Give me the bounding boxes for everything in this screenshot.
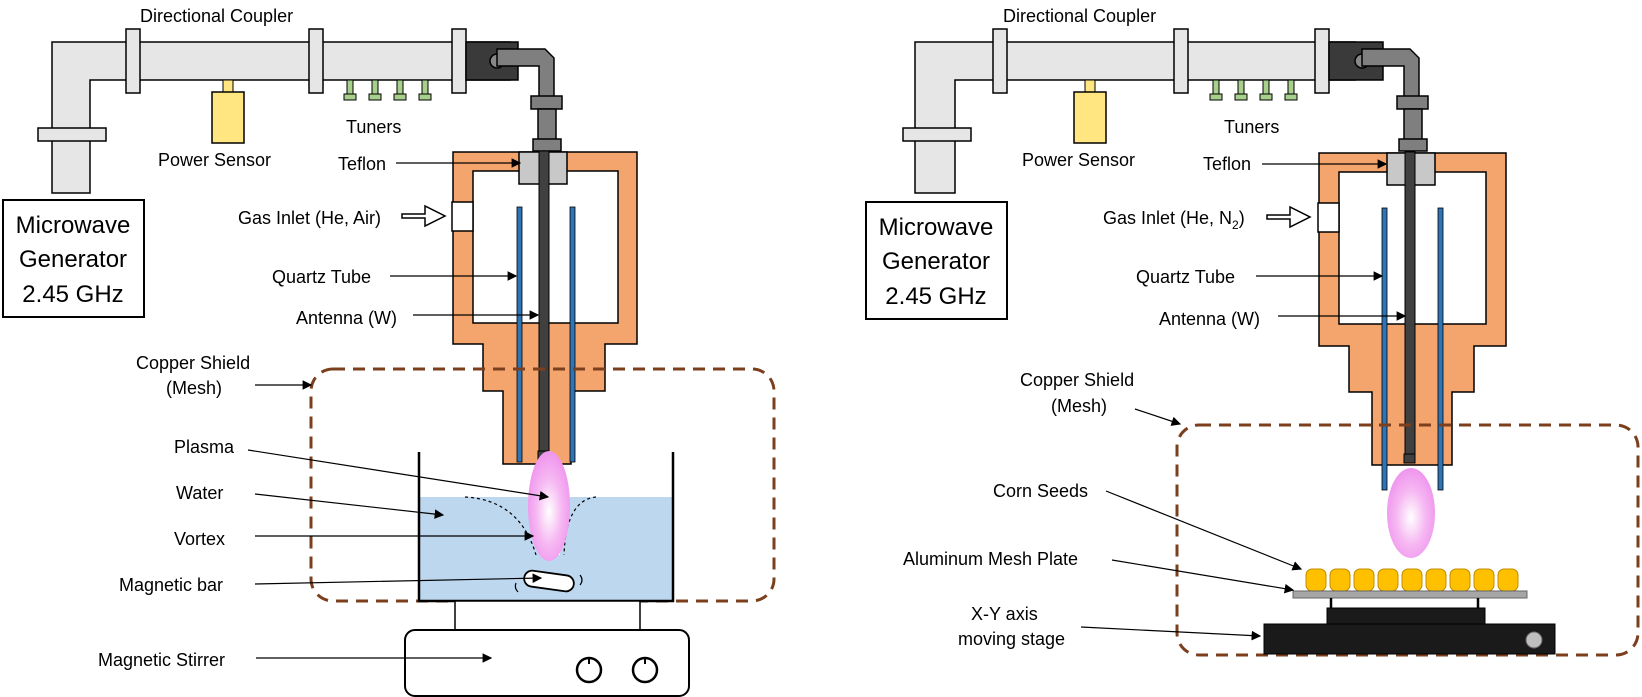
- label-stage-2: moving stage: [958, 629, 1065, 649]
- label-magnetic-stirrer: Magnetic Stirrer: [98, 650, 225, 670]
- label-directional-coupler: Directional Coupler: [140, 6, 293, 26]
- label-copper-shield-2: (Mesh): [166, 378, 222, 398]
- label-teflon: Teflon: [338, 154, 386, 174]
- plasma-right: [1387, 468, 1435, 558]
- generator-line-3: 2.45 GHz: [22, 281, 123, 308]
- tuners: [343, 79, 432, 101]
- label-magnetic-bar: Magnetic bar: [119, 575, 223, 595]
- label-teflon-right: Teflon: [1203, 154, 1251, 174]
- copper-shield-mesh-right: [1175, 423, 1640, 657]
- label-antenna-right: Antenna (W): [1159, 309, 1260, 329]
- gas-inlet-arrow-right: [1266, 205, 1312, 229]
- label-gas-inlet: Gas Inlet (He, Air): [238, 208, 381, 228]
- xy-stage: [1263, 598, 1556, 655]
- generator-line-1: Microwave: [16, 212, 131, 239]
- microwave-generator-right: Microwave Generator 2.45 GHz: [865, 201, 1008, 320]
- left-panel: Microwave Generator 2.45 GHz: [2, 6, 776, 697]
- label-tuners-right: Tuners: [1224, 117, 1279, 137]
- tuners-right: [1209, 79, 1298, 101]
- label-antenna: Antenna (W): [296, 308, 397, 328]
- label-corn-seeds: Corn Seeds: [993, 481, 1088, 501]
- label-water: Water: [176, 483, 223, 503]
- label-copper-shield-1: Copper Shield: [136, 353, 250, 373]
- label-power-sensor: Power Sensor: [158, 150, 271, 170]
- aluminum-mesh-plate: [1292, 590, 1528, 599]
- plasma: [528, 451, 570, 561]
- label-copper-shield-right-1: Copper Shield: [1020, 370, 1134, 390]
- magnetic-stirrer: [404, 600, 690, 697]
- label-directional-coupler-right: Directional Coupler: [1003, 6, 1156, 26]
- power-sensor-right: [1073, 79, 1107, 144]
- generator-right-line-3: 2.45 GHz: [885, 283, 986, 310]
- generator-right-line-1: Microwave: [879, 214, 994, 241]
- label-copper-shield-right-2: (Mesh): [1051, 396, 1107, 416]
- copper-cavity-right: [1266, 151, 1507, 491]
- label-quartz-tube-right: Quartz Tube: [1136, 267, 1235, 287]
- label-tuners: Tuners: [346, 117, 401, 137]
- generator-right-line-2: Generator: [882, 248, 990, 275]
- waveguide-right: [902, 28, 1429, 194]
- stage-knob: [1525, 631, 1543, 649]
- generator-line-2: Generator: [19, 246, 127, 273]
- label-power-sensor-right: Power Sensor: [1022, 150, 1135, 170]
- gas-inlet-arrow: [401, 204, 447, 228]
- copper-cavity: [401, 150, 638, 465]
- right-panel: Microwave Generator 2.45 GHz: [865, 6, 1640, 657]
- label-plasma: Plasma: [174, 437, 235, 457]
- microwave-generator: Microwave Generator 2.45 GHz: [2, 199, 145, 318]
- water-beaker: [417, 451, 675, 603]
- label-vortex: Vortex: [174, 529, 225, 549]
- power-sensor: [211, 79, 245, 144]
- label-quartz-tube: Quartz Tube: [272, 267, 371, 287]
- label-stage-1: X-Y axis: [971, 604, 1038, 624]
- label-aluminum-mesh-plate: Aluminum Mesh Plate: [903, 549, 1078, 569]
- corn-seeds: [1305, 568, 1519, 592]
- waveguide: [37, 28, 563, 194]
- label-gas-inlet-right: Gas Inlet (He, N2): [1103, 208, 1245, 232]
